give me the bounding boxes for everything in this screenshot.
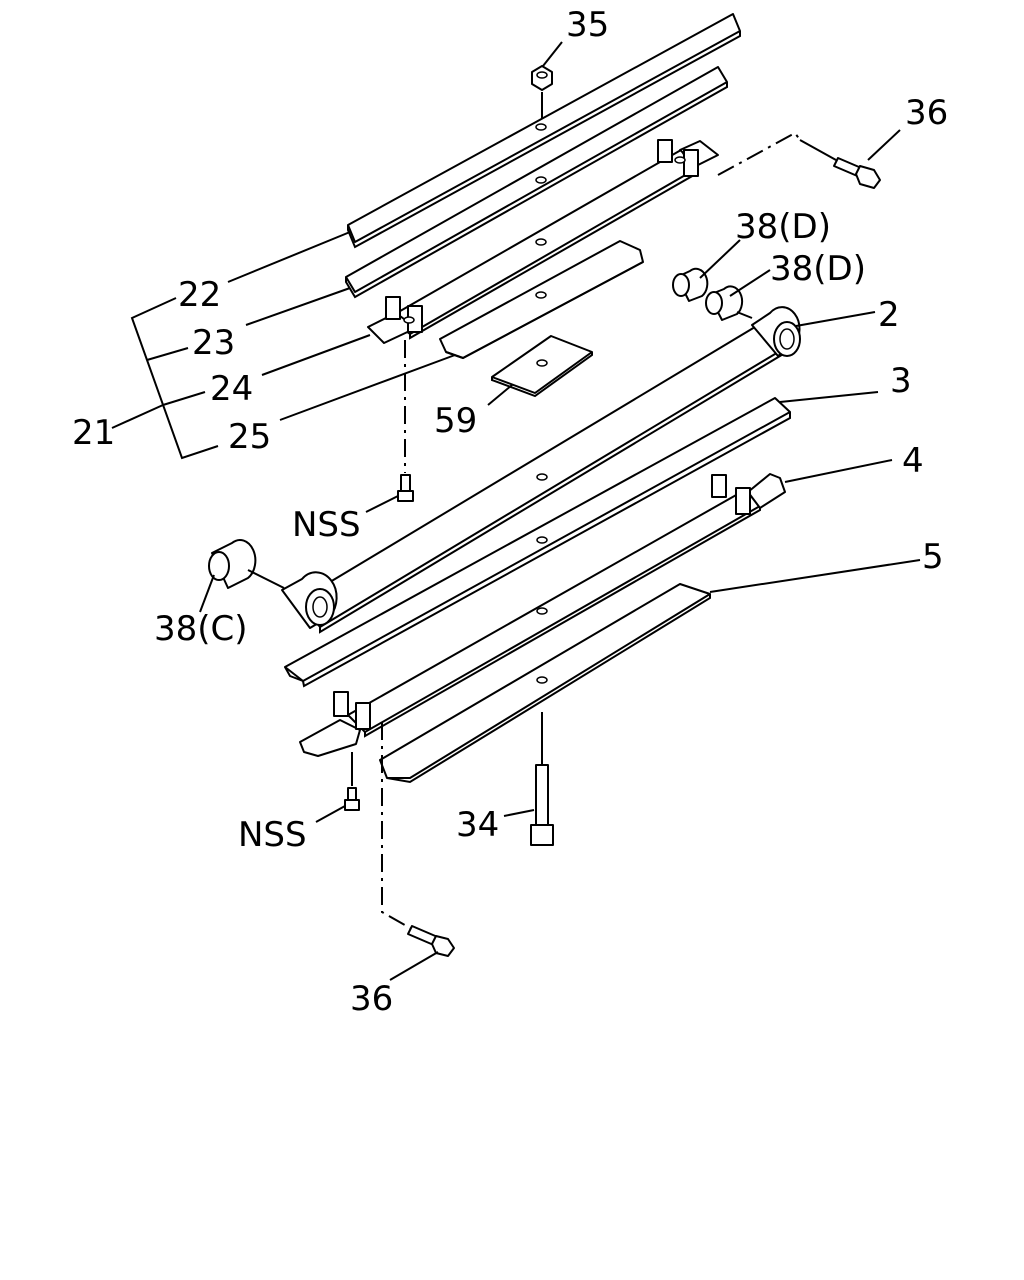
- label-34: 34: [456, 805, 499, 845]
- leaf-5: [379, 583, 711, 784]
- leaf-4: [299, 473, 786, 757]
- bolt-36-top: [799, 139, 881, 189]
- label-4: 4: [902, 441, 924, 481]
- label-5: 5: [922, 537, 944, 577]
- nut-35: [531, 65, 553, 118]
- screw-nss-bottom: [344, 752, 360, 811]
- label-21: 21: [72, 413, 115, 453]
- main-leaf-2: [281, 306, 801, 634]
- label-38d-outer: 38(D): [735, 207, 831, 247]
- label-36-bottom: 36: [350, 979, 393, 1019]
- screw-nss-top: [397, 474, 414, 502]
- label-36-top: 36: [905, 93, 948, 133]
- label-22: 22: [178, 275, 221, 315]
- center-bolt-34: [530, 712, 554, 846]
- leaf-22: [347, 13, 741, 249]
- leader-lines: [111, 41, 921, 981]
- label-nss-bottom: NSS: [238, 815, 307, 855]
- label-38c: 38(C): [154, 609, 248, 649]
- label-3: 3: [890, 361, 912, 401]
- label-nss-top: NSS: [292, 505, 361, 545]
- label-38d-inner: 38(D): [770, 249, 866, 289]
- bolt-36-bottom: [407, 925, 455, 957]
- leaf-23: [345, 66, 728, 299]
- leaf-25: [439, 240, 644, 360]
- label-35: 35: [566, 5, 609, 45]
- label-24: 24: [210, 369, 253, 409]
- label-23: 23: [192, 323, 235, 363]
- label-2: 2: [878, 295, 900, 335]
- bushing-38d-outer: [672, 267, 709, 302]
- leaf-3: [284, 397, 791, 688]
- label-25: 25: [228, 417, 271, 457]
- leaf-24: [367, 139, 719, 344]
- plate-59: [491, 335, 593, 398]
- label-59: 59: [434, 401, 477, 441]
- bushing-38c: [208, 539, 257, 589]
